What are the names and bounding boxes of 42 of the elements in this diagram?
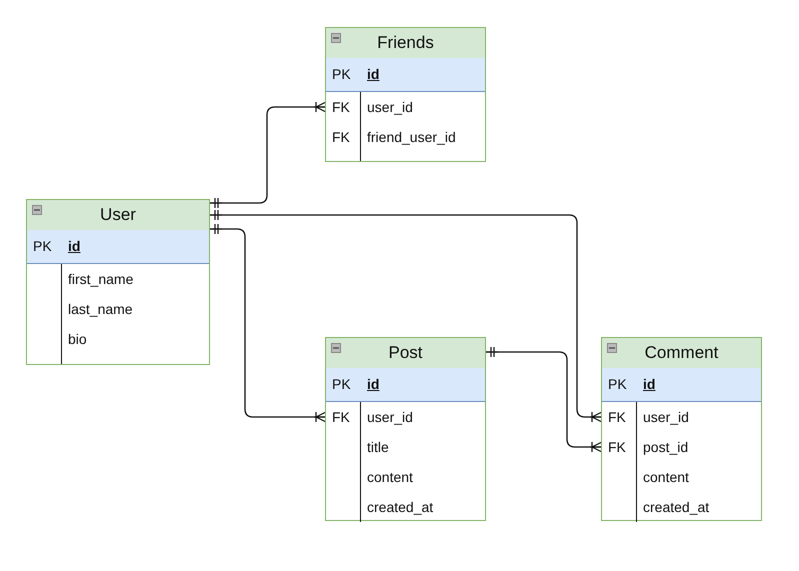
field-name: last_name — [67, 300, 133, 319]
key-label: PK — [33, 238, 52, 254]
key-label: FK — [332, 128, 350, 144]
entity-table — [325, 27, 486, 162]
field-name: user_id — [366, 408, 413, 427]
field-name: bio — [67, 330, 87, 348]
table-title: Post — [388, 342, 423, 364]
key-label: PK — [608, 376, 627, 392]
field-name: title — [366, 438, 389, 456]
primary-key-row — [602, 368, 761, 402]
entity-table — [26, 199, 210, 365]
relationship-line — [209, 223, 327, 423]
key-label: PK — [332, 376, 351, 392]
field-name: created_at — [366, 498, 434, 517]
key-label: PK — [332, 66, 351, 82]
field-name: id — [67, 237, 80, 256]
field-name: friend_user_id — [366, 128, 456, 147]
key-label: FK — [332, 408, 350, 424]
primary-key-row — [326, 58, 485, 92]
field-name: created_at — [642, 498, 710, 517]
field-name: post_id — [642, 438, 688, 457]
field-name: user_id — [366, 98, 413, 117]
table-title: User — [100, 204, 136, 226]
entity-table — [601, 337, 762, 521]
key-label: FK — [608, 408, 626, 424]
table-title: Comment — [644, 342, 718, 364]
relationship-line — [209, 101, 327, 209]
relationship-line — [485, 346, 603, 453]
field-name: content — [366, 468, 413, 486]
key-label: FK — [332, 98, 350, 114]
key-label: FK — [608, 438, 626, 454]
table-title: Friends — [377, 32, 434, 54]
entity-table — [325, 337, 486, 521]
field-name: first_name — [67, 270, 134, 289]
field-name: content — [642, 468, 689, 486]
relationship-line — [209, 209, 603, 423]
field-name: id — [642, 375, 656, 394]
field-name: id — [366, 65, 380, 84]
field-name: user_id — [642, 408, 689, 427]
primary-key-row — [27, 230, 209, 264]
field-name: id — [366, 375, 380, 394]
primary-key-row — [326, 368, 485, 402]
